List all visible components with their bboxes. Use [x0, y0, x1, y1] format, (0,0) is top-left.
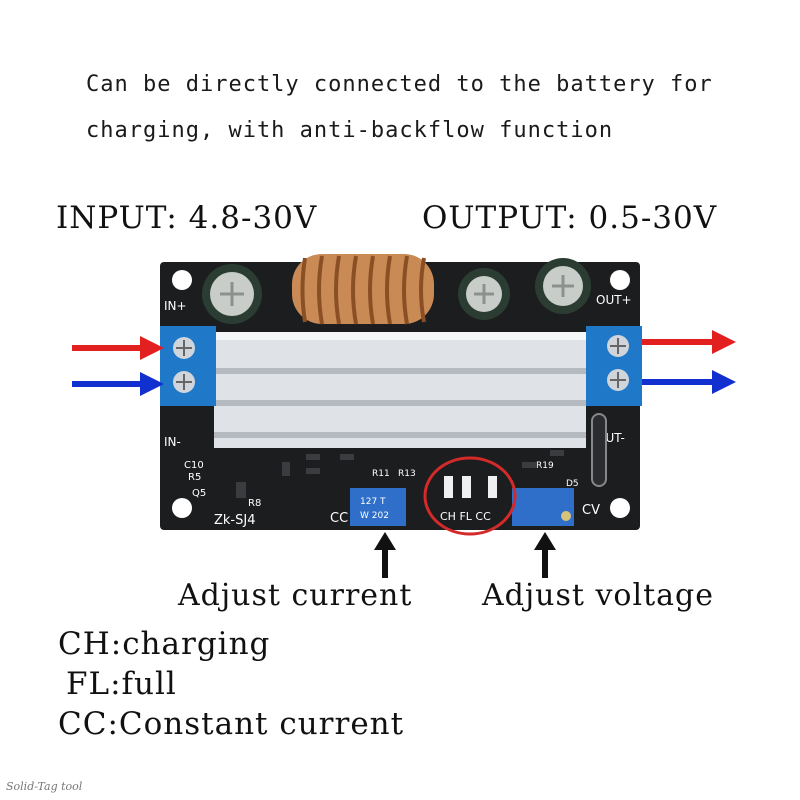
mounting-hole	[172, 498, 192, 518]
silk-r13: R13	[398, 469, 416, 479]
capacitor-left	[202, 264, 262, 324]
adjust-voltage-label: Adjust voltage	[482, 578, 714, 613]
mounting-hole	[610, 270, 630, 290]
silk-r8: R8	[248, 498, 261, 509]
silk-d5: D5	[566, 479, 579, 489]
output-voltage-spec: OUTPUT: 0.5-30V	[422, 200, 718, 236]
smd-components	[236, 450, 564, 498]
silk-r19: R19	[536, 461, 554, 471]
voltage-potentiometer	[512, 488, 574, 526]
silk-c10: C10	[184, 460, 204, 471]
legend-fl: FL:full	[66, 666, 177, 702]
current-pointer-arrow	[374, 532, 396, 578]
silk-r5: R5	[188, 472, 201, 483]
input-voltage-spec: INPUT: 4.8-30V	[56, 200, 318, 236]
headline-line-2: charging, with anti-backflow function	[86, 118, 614, 143]
status-leds: CH FL CC	[440, 476, 497, 523]
capacitor-middle	[458, 268, 510, 320]
adjust-current-label: Adjust current	[178, 578, 413, 613]
pot-left-code2: W 202	[360, 511, 389, 521]
component-to92	[591, 413, 607, 487]
watermark: Solid-Tag tool	[6, 780, 83, 793]
silk-out-plus: OUT+	[596, 293, 632, 307]
legend-ch: CH:charging	[58, 626, 271, 662]
silk-r11: R11	[372, 469, 390, 479]
capacitor-right	[535, 258, 591, 314]
heatsink	[214, 332, 586, 448]
silk-in-plus: IN+	[164, 299, 187, 313]
inductor-coil	[292, 254, 434, 325]
silk-cv: CV	[582, 503, 600, 518]
input-negative-arrow	[72, 372, 164, 396]
output-positive-arrow	[642, 330, 736, 354]
output-terminal-block	[586, 326, 642, 406]
silk-in-minus: IN-	[164, 435, 181, 449]
led-highlight-circle	[423, 456, 517, 536]
silk-cc: CC	[330, 511, 348, 526]
current-potentiometer: 127 T W 202	[350, 488, 406, 526]
input-positive-arrow	[72, 336, 164, 360]
silk-q5: Q5	[192, 488, 206, 499]
converter-board-photo: IN+ IN- OUT+ OUT- C10 R5 Q5 R8 Zk-SJ4 CC…	[72, 254, 736, 578]
board-model-label: Zk-SJ4	[214, 513, 255, 528]
mounting-hole	[610, 498, 630, 518]
input-terminal-block	[160, 326, 216, 406]
led-labels: CH FL CC	[440, 510, 491, 523]
voltage-pointer-arrow	[534, 532, 556, 578]
headline-line-1: Can be directly connected to the battery…	[86, 72, 713, 97]
pot-left-code: 127 T	[360, 497, 386, 507]
legend-cc: CC:Constant current	[58, 706, 405, 742]
mounting-hole	[172, 270, 192, 290]
output-negative-arrow	[642, 370, 736, 394]
